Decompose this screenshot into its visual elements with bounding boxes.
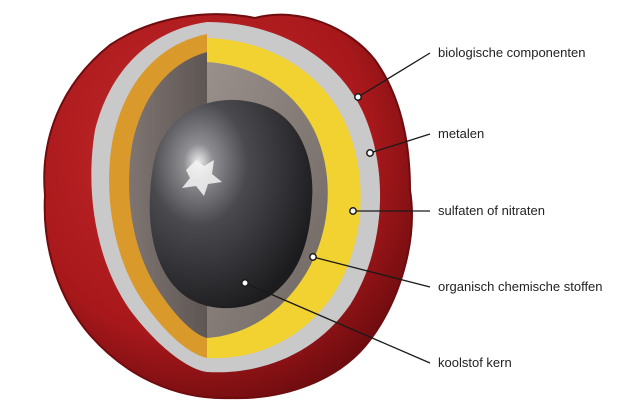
label-carbon-core: koolstof kern <box>438 355 512 371</box>
dot-metals <box>367 150 373 156</box>
label-biological-components: biologische componenten <box>438 45 585 61</box>
dot-organic <box>310 254 316 260</box>
dot-carbon <box>242 280 248 286</box>
dot-biological <box>355 94 361 100</box>
label-organic-chemicals: organisch chemische stoffen <box>438 279 603 295</box>
carbon-core <box>150 100 313 308</box>
label-metals: metalen <box>438 126 484 142</box>
label-sulfates-nitrates: sulfaten of nitraten <box>438 203 545 219</box>
dot-sulfates <box>350 208 356 214</box>
